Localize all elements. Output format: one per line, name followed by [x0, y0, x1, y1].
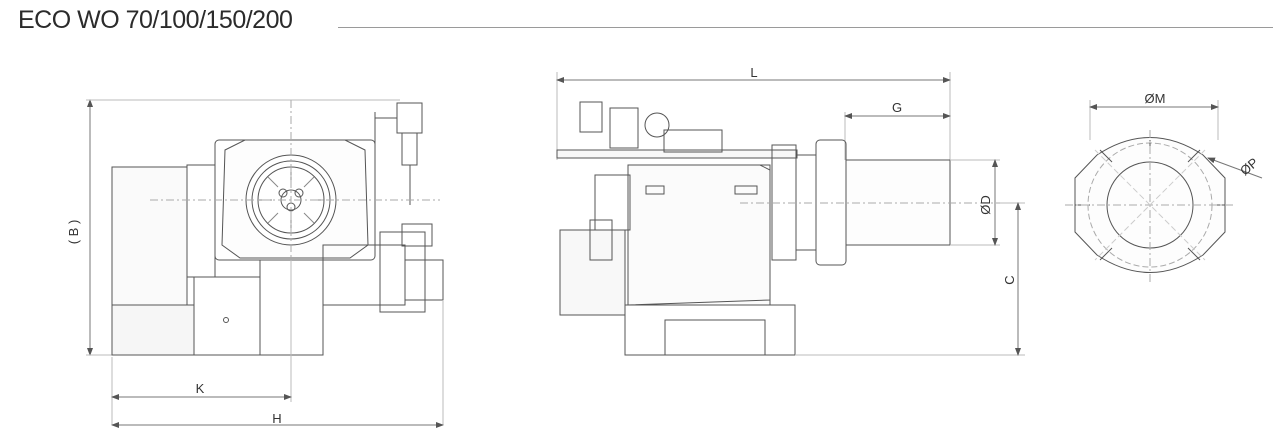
flange-view: [1065, 100, 1263, 285]
dim-label-g: G: [892, 100, 902, 115]
dim-label-b: ( B ): [66, 220, 81, 245]
side-view: [556, 72, 1025, 356]
dim-label-l: L: [750, 65, 757, 80]
page-title: ECO WO 70/100/150/200: [18, 6, 293, 34]
dim-label-m: ØM: [1145, 91, 1166, 106]
dim-label-d: ØD: [978, 195, 993, 215]
title-underline: [338, 27, 1273, 28]
front-view: [86, 99, 444, 428]
dim-label-k: K: [196, 381, 205, 396]
dim-label-h: H: [272, 411, 281, 426]
dim-label-p: ØP: [1237, 155, 1261, 179]
dim-label-c: C: [1002, 275, 1017, 284]
